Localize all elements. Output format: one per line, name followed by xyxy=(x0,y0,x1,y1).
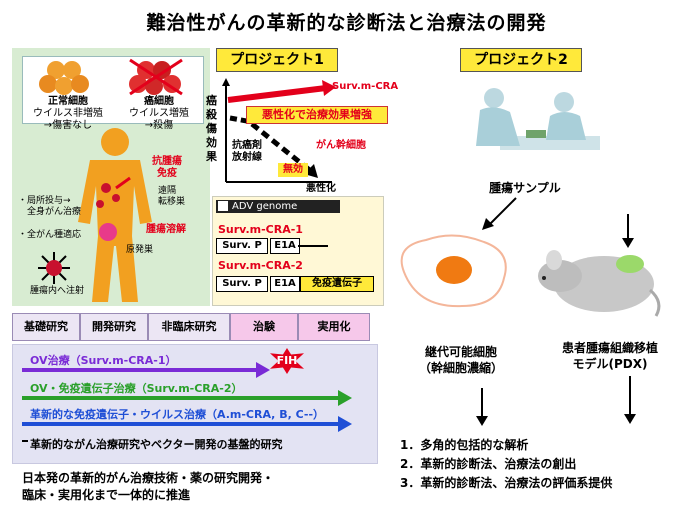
cra1-e1a: E1A xyxy=(270,238,300,254)
ov-immune-arrowhead-icon xyxy=(338,390,352,406)
ov-immune-arrow xyxy=(22,396,340,400)
stage-clinical-trial: 治験 xyxy=(230,313,298,341)
cells-illustration xyxy=(39,58,183,96)
cra1-survp: Surv. P xyxy=(216,238,268,254)
intratumoral-label: 腫瘍内へ注射 xyxy=(30,286,85,296)
cra2-label: Surv.m-CRA-2 xyxy=(218,259,303,272)
p1-y-axis-label: 癌殺傷効果 xyxy=(206,94,217,163)
cra2-survp: Surv. P xyxy=(216,276,268,292)
tumor-sample-label: 腫瘍サンプル xyxy=(489,181,561,195)
foundation-marker-icon xyxy=(22,440,28,442)
primary-lesion-label: 原発巣 xyxy=(126,245,154,255)
immune-gene-box: 免疫遺伝子 xyxy=(300,276,374,292)
pdx-mouse-icon xyxy=(538,250,661,317)
ov-immune-label: OV・免疫遺伝子治療（Surv.m-CRA-2） xyxy=(30,382,243,395)
oncolysis-label: 腫瘍溶解 xyxy=(146,224,186,235)
p1-banner: 悪性化で治療効果増強 xyxy=(246,106,388,124)
arrow-down-right-icon xyxy=(624,376,636,424)
antitumor-immunity-label: 抗腫瘍 免疫 xyxy=(152,156,182,179)
cra2-e1a: E1A xyxy=(270,276,300,292)
stage-practical-use: 実用化 xyxy=(298,313,370,341)
outcome-item: 2．革新的診断法、治療法の創出 xyxy=(400,457,577,471)
local-admin-label: ・局所投与→ 全身がん治療 xyxy=(18,196,82,217)
pdx-label: 患者腫瘍組織移植 モデル(PDX) xyxy=(561,341,658,371)
surgeons-illustration xyxy=(476,88,600,150)
stage-basic-research: 基礎研究 xyxy=(12,313,80,341)
outcomes-list: 1．多角的包括的な解析 2．革新的診断法、治療法の創出 3．革新的診断法、治療法… xyxy=(400,436,612,493)
ov-therapy-arrow xyxy=(22,368,260,372)
arrow-to-mouse-icon xyxy=(622,214,634,248)
project2-header: プロジェクト2 xyxy=(460,48,582,72)
human-body-icon xyxy=(78,128,152,302)
surv-mcra-curve-label: Surv.m-CRA xyxy=(332,81,399,92)
cancer-cell-text: 癌細胞 ウイルス増殖 →殺傷 xyxy=(129,96,189,131)
normal-cells-icon xyxy=(39,61,89,95)
arrow-to-cells-icon xyxy=(482,197,517,230)
stem-cell-icon xyxy=(400,234,507,308)
foundation-research-label: 革新的ながん治療研究やベクター開発の基盤的研究 xyxy=(30,438,283,451)
innovative-arrowhead-icon xyxy=(338,416,352,432)
ov-arrowhead-icon xyxy=(256,362,270,378)
itr-marker-icon xyxy=(218,201,228,211)
p1-effect-graph xyxy=(222,78,336,183)
ov-therapy-label: OV治療（Surv.m-CRA-1） xyxy=(30,354,177,367)
chemo-label: 抗癌剤 放射線 xyxy=(232,140,262,163)
ineffective-badge: 無効 xyxy=(278,163,308,177)
project1-header: プロジェクト1 xyxy=(216,48,338,72)
stage-development: 開発研究 xyxy=(80,313,148,341)
p1-x-axis-label: 悪性化 xyxy=(306,183,336,194)
cra1-line xyxy=(298,245,328,247)
virus-icon xyxy=(38,252,70,284)
metastasis-label: 遠隔 転移巣 xyxy=(158,186,186,207)
cra1-label: Surv.m-CRA-1 xyxy=(218,223,303,236)
cancer-stem-label: がん幹細胞 xyxy=(316,140,366,151)
program-box xyxy=(12,344,378,464)
stage-nonclinical: 非臨床研究 xyxy=(148,313,230,341)
footer-text: 日本発の革新的がん治療技術・薬の研究開発・ 臨床・実用化まで一体的に推進 xyxy=(22,471,275,502)
innovative-therapy-label: 革新的な免疫遺伝子・ウイルス治療（A.m-CRA, B, C--） xyxy=(30,408,325,421)
passage-cells-label: 継代可能細胞 （幹細胞濃縮） xyxy=(418,345,503,375)
innovative-arrow xyxy=(22,422,340,426)
normal-cell-text: 正常細胞 ウイルス非増殖 →傷害なし xyxy=(33,96,103,131)
cancer-cells-icon xyxy=(129,58,183,96)
outcome-item: 1．多角的包括的な解析 xyxy=(400,438,529,452)
arrow-down-left-icon xyxy=(476,388,488,426)
page-title: 難治性がんの革新的な診断法と治療法の開発 xyxy=(146,12,547,34)
all-cancer-label: ・全がん種適応 xyxy=(18,230,82,240)
adv-genome-bar: ADV genome xyxy=(216,200,340,213)
outcome-item: 3．革新的診断法、治療法の評価系提供 xyxy=(400,476,613,490)
